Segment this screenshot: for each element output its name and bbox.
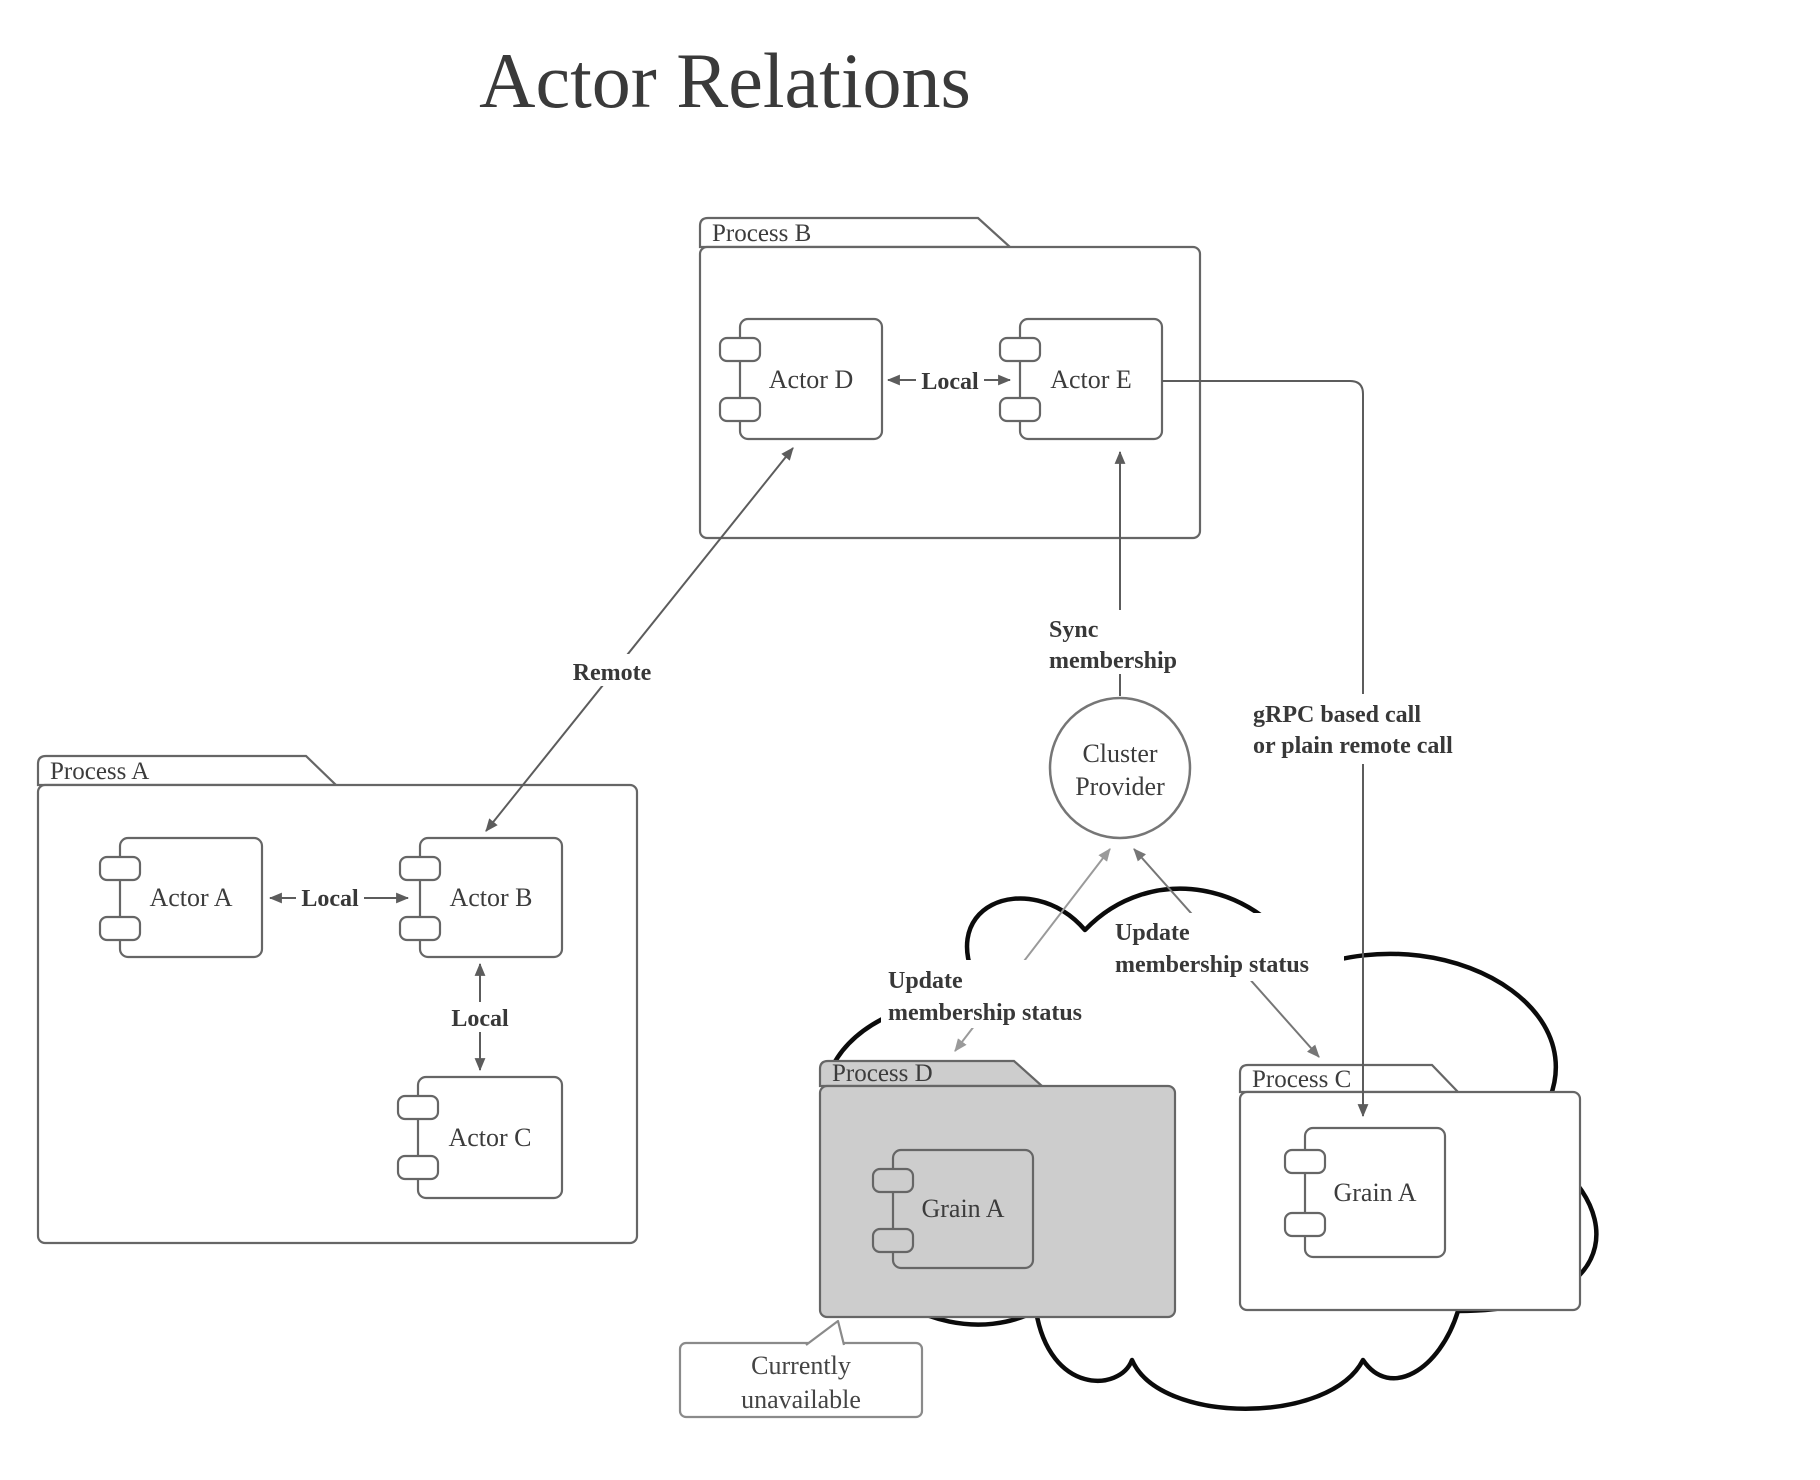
actor-a-label: Actor A [149,883,232,912]
update-right-line-2: membership status [1115,952,1309,978]
note-currently-unavailable: Currently unavailable [678,1319,924,1419]
process-d-label: Process D [832,1060,933,1087]
actor-b-box [418,836,564,959]
grain-a-d-component: Grain A [871,1148,1035,1270]
grain-a-c-port-2 [1283,1211,1327,1238]
local-arrow-b-c: Local [446,962,514,1072]
update-left-line-2: membership status [888,1000,1082,1026]
process-c-label: Process C [1252,1066,1351,1093]
actor-c-component: Actor C [396,1075,564,1200]
grain-a-c-label: Grain A [1333,1178,1416,1207]
grpc-label-line-2: or plain remote call [1253,733,1453,759]
local-d-e-label-bg [916,366,984,394]
update-membership-label-right: Update membership status [1108,913,1344,981]
grpc-call-arrow: gRPC based call or plain remote call [1162,380,1486,1118]
actor-d-port-2 [718,396,762,423]
grpc-label-line-1: gRPC based call [1253,702,1421,728]
remote-label-bg [565,654,660,686]
note-line-1: Currently [751,1351,851,1380]
actor-a-component: Actor A [98,836,264,959]
sync-membership-arrow: Sync membership [1042,450,1199,696]
actor-e-label: Actor E [1050,365,1132,394]
process-a-label: Process A [50,758,149,785]
actor-e-component: Actor E [998,317,1164,441]
actor-c-port-2 [396,1154,440,1181]
grain-a-c-component: Grain A [1283,1126,1447,1259]
grain-a-d-port-2 [871,1227,915,1254]
actor-c-box [416,1075,564,1200]
local-arrow-a-b: Local [268,883,410,912]
actor-d-label: Actor D [769,365,853,394]
actor-b-port-2 [398,915,442,942]
cluster-provider-circle [1048,696,1192,840]
process-d-tab [818,1059,1045,1088]
grain-a-c-box [1303,1126,1447,1259]
update-left-line-1: Update [888,968,963,994]
remote-label: Remote [573,660,652,686]
note-pointer [805,1319,846,1346]
grain-a-c-port-1 [1283,1148,1327,1175]
local-b-c-label: Local [451,1006,509,1032]
process-d-folder: Process D Grain A [818,1059,1177,1319]
actor-c-label: Actor C [448,1123,531,1152]
local-a-b-label-bg [296,883,364,911]
grpc-label-bg [1246,694,1486,764]
actor-b-component: Actor B [398,836,564,959]
cluster-provider-node: Cluster Provider [1048,696,1192,840]
process-b-tab [698,216,1013,249]
actor-b-label: Actor B [449,883,532,912]
process-c-tab [1238,1063,1461,1094]
local-d-e-label: Local [921,369,979,395]
sync-label-line-2: membership [1049,648,1177,674]
note-box [678,1341,924,1419]
actor-c-port-1 [396,1094,440,1121]
actor-e-port-1 [998,336,1042,363]
update-right-line-1: Update [1115,920,1190,946]
actor-a-box [118,836,264,959]
local-arrow-d-e: Local [886,366,1012,395]
sync-label-bg [1042,610,1199,674]
actor-d-box [738,317,884,441]
actor-d-port-1 [718,336,762,363]
actor-d-component: Actor D [718,317,884,441]
process-a-tab [36,754,339,787]
actor-e-port-2 [998,396,1042,423]
cluster-provider-line-1: Cluster [1082,739,1157,768]
local-a-b-label: Local [301,886,359,912]
process-a-folder: Process A Actor A Actor B Actor C Local [36,754,639,1245]
actor-e-box [1018,317,1164,441]
note-line-2: unavailable [741,1385,861,1414]
remote-arrow: Remote [485,447,794,832]
page-title: Actor Relations [479,37,971,124]
process-b-label: Process B [712,220,811,247]
grain-a-d-port-1 [871,1167,915,1194]
process-b-folder: Process B Actor D Actor E Local [698,216,1202,540]
process-c-folder: Process C Grain A [1238,1063,1582,1312]
cluster-provider-line-2: Provider [1075,772,1165,801]
update-right-bg [1108,913,1344,981]
local-b-c-label-bg [446,1002,514,1032]
actor-a-port-2 [98,915,142,942]
sync-label-line-1: Sync [1049,617,1099,643]
actor-b-port-1 [398,855,442,882]
update-membership-label-left: Update membership status [881,960,1113,1028]
grain-a-d-box [891,1148,1035,1270]
grain-a-d-label: Grain A [921,1194,1004,1223]
update-left-bg [881,960,1113,1028]
actor-a-port-1 [98,855,142,882]
